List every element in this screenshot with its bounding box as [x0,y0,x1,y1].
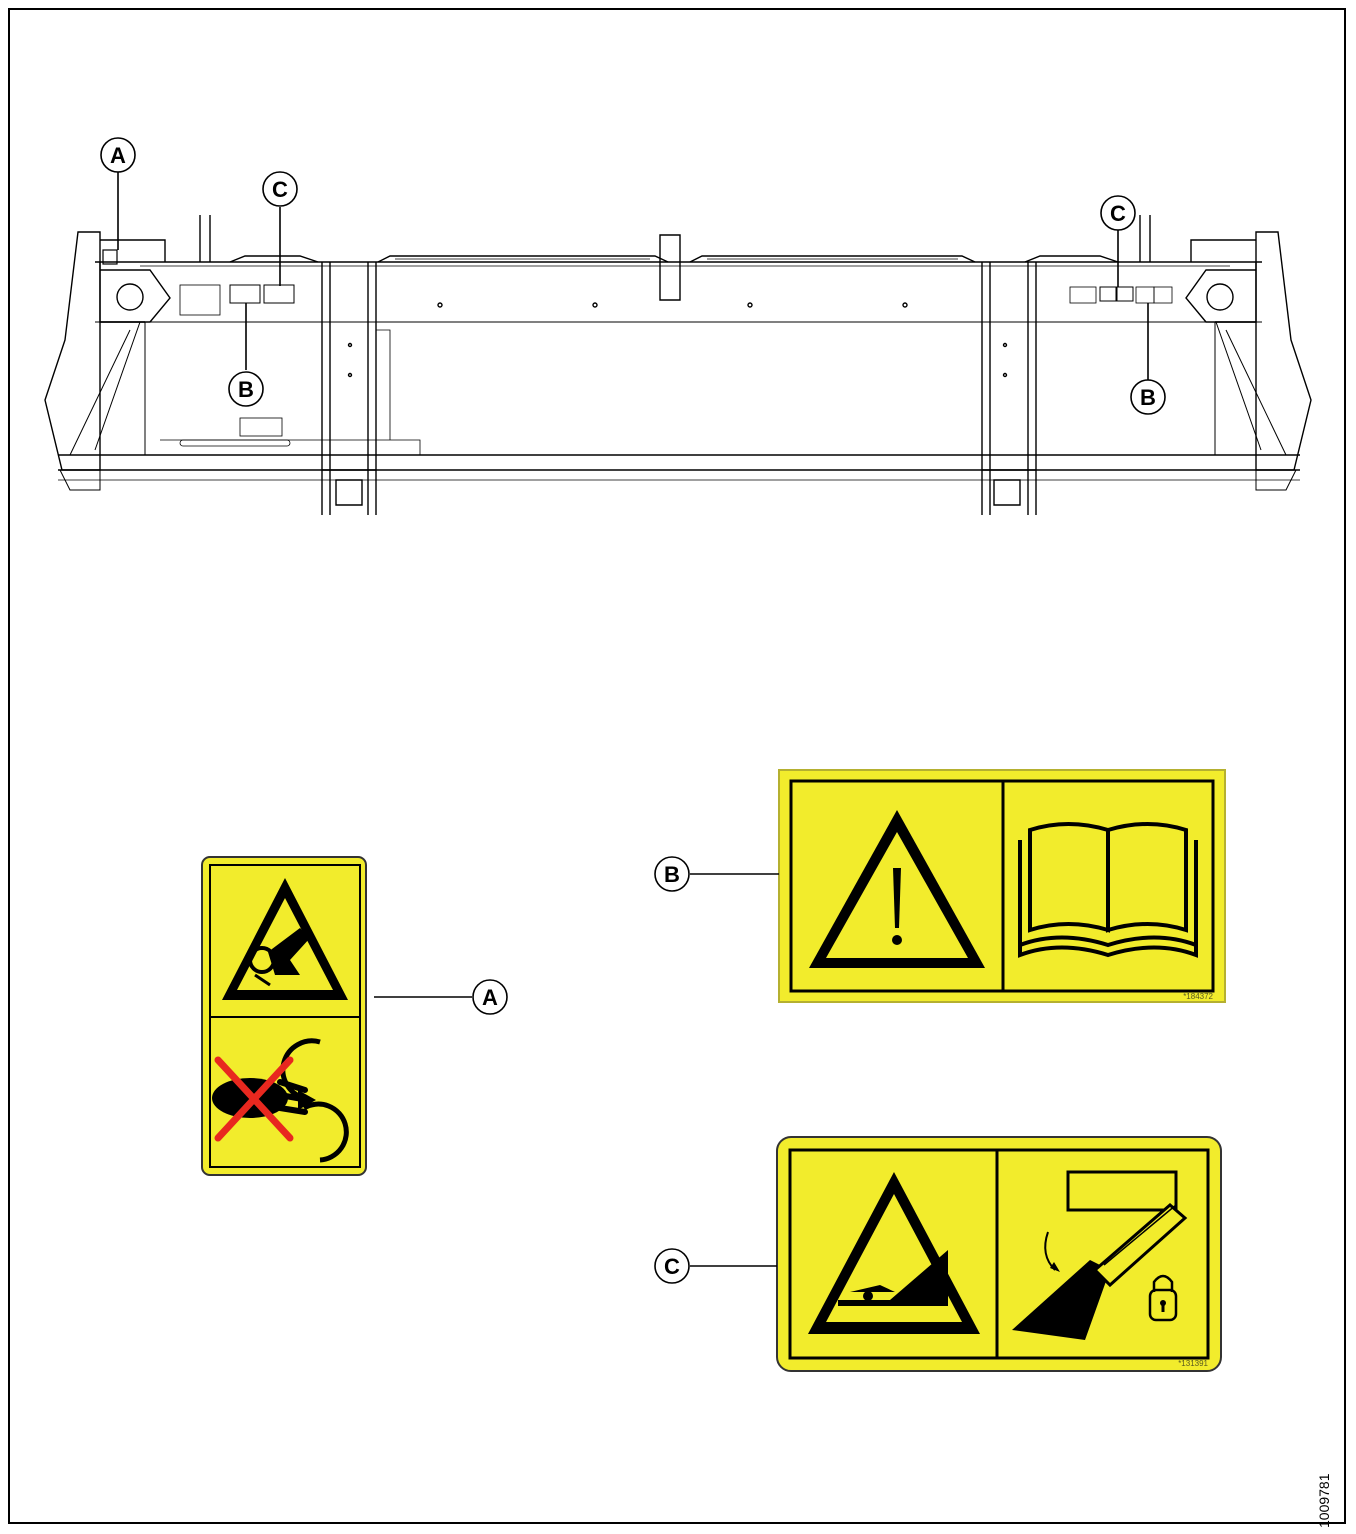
svg-text:C: C [1110,201,1126,226]
figure-frame [8,8,1346,1524]
read-manual-icon [1018,822,1198,958]
callout-b-header-right: B [1130,379,1166,415]
svg-text:B: B [238,377,254,402]
warning-triangle-icon [809,810,985,968]
svg-text:*184372: *184372 [1183,992,1213,1001]
svg-text:B: B [664,862,680,887]
svg-text:C: C [272,177,288,202]
svg-text:*131391: *131391 [1178,1359,1208,1368]
svg-text:A: A [110,143,126,168]
callout-b-decal: B [654,856,690,892]
crushing-warning-icon [808,1172,980,1334]
svg-text:C: C [664,1254,680,1279]
callout-c-header-left: C [262,171,298,207]
decal-c: *131391 [776,1136,1222,1372]
callout-c-decal: C [654,1248,690,1284]
decal-b: *184372 [778,769,1226,1003]
callout-a-header: A [100,137,136,173]
entanglement-warning-icon [222,878,348,1000]
lock-lift-cylinder-icon [1012,1170,1188,1340]
callout-b-header-left: B [228,371,264,407]
svg-text:B: B [1140,385,1156,410]
figure-id: 1009781 [1316,1473,1332,1528]
callout-a-decal: A [472,979,508,1015]
no-hand-rotating-parts-icon [212,1038,349,1163]
decal-a [201,856,367,1176]
header-frame-drawing [44,215,1312,515]
svg-text:A: A [482,985,498,1010]
callout-c-header-right: C [1100,195,1136,231]
header-callouts: A C B C B [100,137,1166,415]
